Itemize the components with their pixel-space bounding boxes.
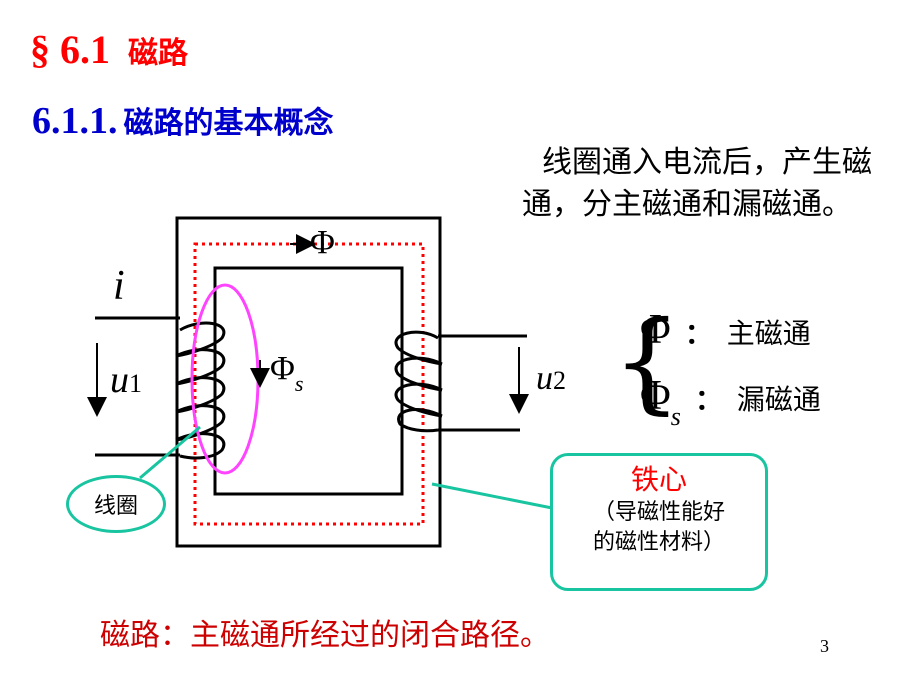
leakage-flux-symbol: Φ — [270, 350, 295, 387]
legend-colon: ： — [684, 317, 713, 350]
core-callout: 铁心 （导磁性能好 的磁性材料） — [550, 453, 768, 591]
subsection-title: 磁路的基本概念 — [123, 106, 334, 141]
legend-leakage-flux-label: 漏磁通 — [736, 383, 821, 416]
u2-subscript: 2 — [553, 366, 566, 395]
coil-callout-text: 线圈 — [93, 494, 138, 519]
legend-main-flux-label: 主磁通 — [726, 317, 811, 350]
section-title: 磁路 — [128, 36, 188, 71]
subsection-number: 6.1.1. — [32, 100, 118, 142]
legend-main-flux-symbol: Φ — [640, 307, 671, 353]
section-heading: § 6.1 磁路 — [30, 26, 188, 73]
leakage-flux-subscript: s — [294, 371, 304, 396]
core-callout-note-2: 的磁性材料） — [592, 530, 725, 555]
core-callout-leader — [431, 482, 553, 510]
coil-callout-leader — [139, 425, 201, 480]
coil-callout: 线圈 — [66, 475, 166, 533]
section-number: § 6.1 — [30, 27, 110, 72]
leakage-flux-label: Φs — [270, 350, 303, 396]
legend-leakage-flux-subscript: s — [670, 402, 681, 431]
definition-text: 磁路：主磁通所经过的闭合路径。 — [100, 618, 550, 653]
secondary-coil — [394, 330, 443, 433]
description-text: 线圈通入电流后，产生磁通，分主磁通和漏磁通。 — [522, 145, 872, 222]
u1-symbol: u — [110, 359, 129, 401]
main-flux-label: Φ — [310, 224, 335, 261]
current-label: i — [113, 263, 125, 309]
u2-symbol: u — [536, 360, 553, 397]
u1-label: u1 — [110, 358, 142, 402]
legend-row-main-flux: Φ ： 主磁通 — [640, 306, 811, 354]
core-callout-title: 铁心 — [630, 463, 687, 496]
legend-brace: { — [612, 297, 682, 425]
legend-colon: ： — [694, 383, 723, 416]
page-number: 3 — [820, 636, 829, 656]
subsection-heading: 6.1.1.磁路的基本概念 — [32, 98, 334, 143]
u1-subscript: 1 — [129, 369, 142, 398]
core-callout-note-1: （导磁性能好 — [592, 500, 725, 525]
legend-row-leakage-flux: Φs ： 漏磁通 — [640, 372, 821, 431]
u2-label: u2 — [536, 360, 566, 398]
legend-leakage-flux-symbol: Φ — [640, 373, 671, 419]
core-window-outline — [213, 266, 404, 496]
